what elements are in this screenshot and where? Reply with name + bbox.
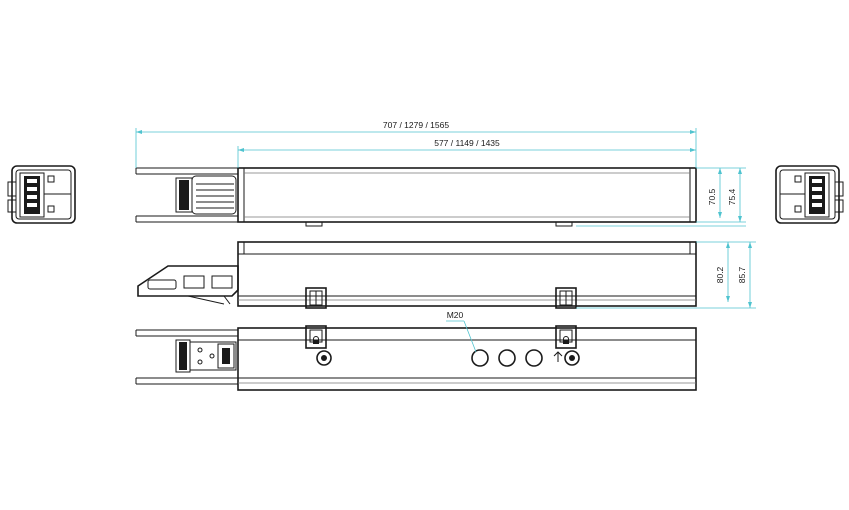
- height-outer-side-label: 85.7: [737, 266, 747, 283]
- side-view: [137, 241, 697, 309]
- right-end-view: [775, 165, 844, 224]
- left-end-view: [7, 165, 76, 224]
- body-length-label: 577 / 1149 / 1435: [434, 138, 500, 148]
- height-inner-top-label: 70.5: [707, 188, 717, 205]
- cable-entry-label: M20: [447, 310, 464, 320]
- top-view: [135, 167, 697, 227]
- bottom-view: [135, 325, 697, 391]
- height-inner-side-label: 80.2: [715, 266, 725, 283]
- height-outer-top-label: 75.4: [727, 188, 737, 205]
- dimension-lines: [135, 128, 756, 353]
- overall-length-label: 707 / 1279 / 1565: [383, 120, 449, 130]
